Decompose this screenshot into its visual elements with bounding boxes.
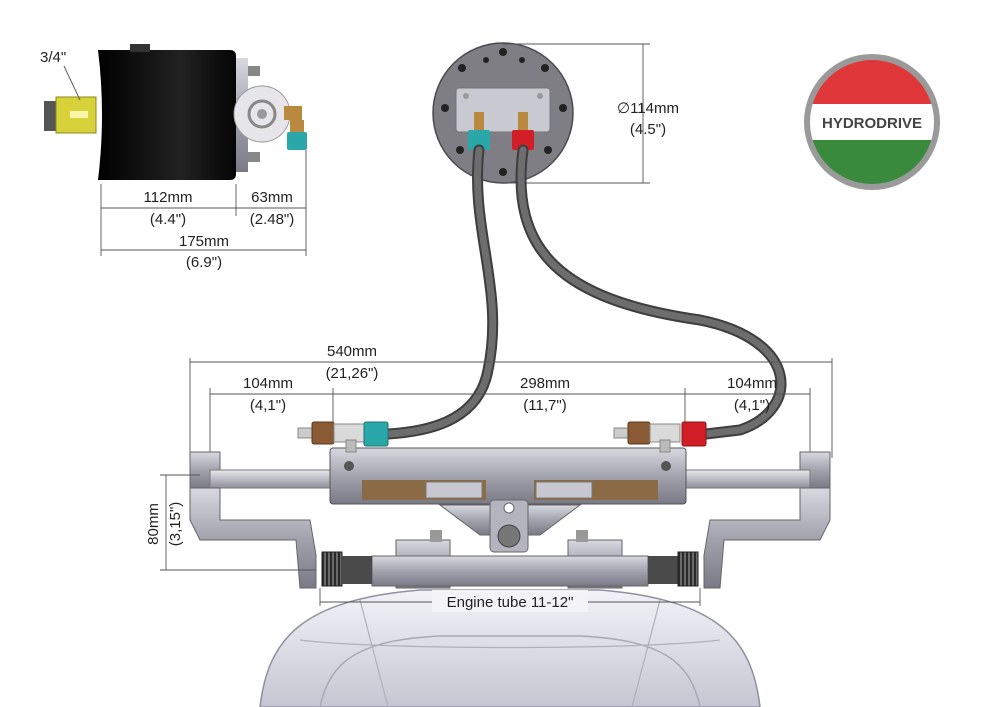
shaft-key <box>70 111 88 118</box>
teal-fitting-cylinder <box>363 421 389 447</box>
pump-body-mm: 112mm <box>144 189 193 206</box>
pump-body <box>98 50 236 180</box>
cylinder-left-mm: 104mm <box>243 375 293 392</box>
cylinder-total-in: (21,26") <box>326 365 379 382</box>
flange-bolt <box>248 152 260 162</box>
engine-cowl <box>259 589 761 707</box>
logo-text: HYDRODRIVE <box>822 115 922 132</box>
teal-port <box>468 130 490 150</box>
cylinder-mid-in: (11,7") <box>523 397 566 414</box>
hydraulic-hoses <box>382 144 787 440</box>
teal-hose <box>384 146 497 438</box>
red-hose <box>517 146 785 438</box>
left-nut <box>321 551 343 587</box>
bracket-height-mm: 80mm <box>145 503 162 545</box>
engine-tube-label: Engine tube 11-12" <box>447 594 574 611</box>
bracket-height-in: (3,15") <box>167 502 184 547</box>
pump-diameter-in: (4.5") <box>630 121 666 138</box>
valve-block <box>455 87 551 133</box>
red-port <box>512 130 534 150</box>
cylinder-dims: 540mm (21,26") 104mm (4,1") 298mm (11,7"… <box>189 343 833 458</box>
pump-total-mm: 175mm <box>179 233 229 250</box>
steering-cylinder <box>189 447 831 589</box>
shaft-nut <box>44 101 56 131</box>
pump-diameter-mm: ∅114mm <box>617 100 679 117</box>
pump-front-view <box>432 42 574 184</box>
pump-rear-in: (2.48") <box>250 211 295 228</box>
flange-bolt <box>248 66 260 76</box>
cylinder-left-in: (4,1") <box>250 397 286 414</box>
right-arm <box>703 487 831 589</box>
right-nut <box>677 551 699 587</box>
engine-tube-dim: Engine tube 11-12" <box>319 588 701 612</box>
pump-total-in: (6.9") <box>186 254 222 271</box>
teal-fitting-side <box>287 132 307 150</box>
fitting-size-label: 3/4" <box>40 49 66 66</box>
cylinder-mid-mm: 298mm <box>520 375 570 392</box>
left-arm <box>189 487 317 589</box>
pump-diameter-dim: ∅114mm (4.5") <box>503 43 679 184</box>
cylinder-right-in: (4,1") <box>734 397 770 414</box>
hydrodrive-logo: HYDRODRIVE <box>804 54 940 190</box>
pump-rear-mm: 63mm <box>251 189 293 206</box>
pump-top-tab <box>130 44 150 52</box>
engine-tube-clamp <box>371 555 649 587</box>
red-fitting-cylinder <box>681 421 707 447</box>
cylinder-total-mm: 540mm <box>327 343 377 360</box>
bracket-height-dim: 80mm (3,15") <box>145 474 316 571</box>
brass-elbow <box>284 106 302 120</box>
pump-side-view <box>44 44 307 180</box>
pump-length-dims: 112mm (4.4") 63mm (2.48") 175mm (6.9") <box>100 150 307 271</box>
cylinder-right-mm: 104mm <box>727 375 777 392</box>
cylinder-fittings <box>297 421 707 453</box>
pump-body-in: (4.4") <box>150 211 186 228</box>
